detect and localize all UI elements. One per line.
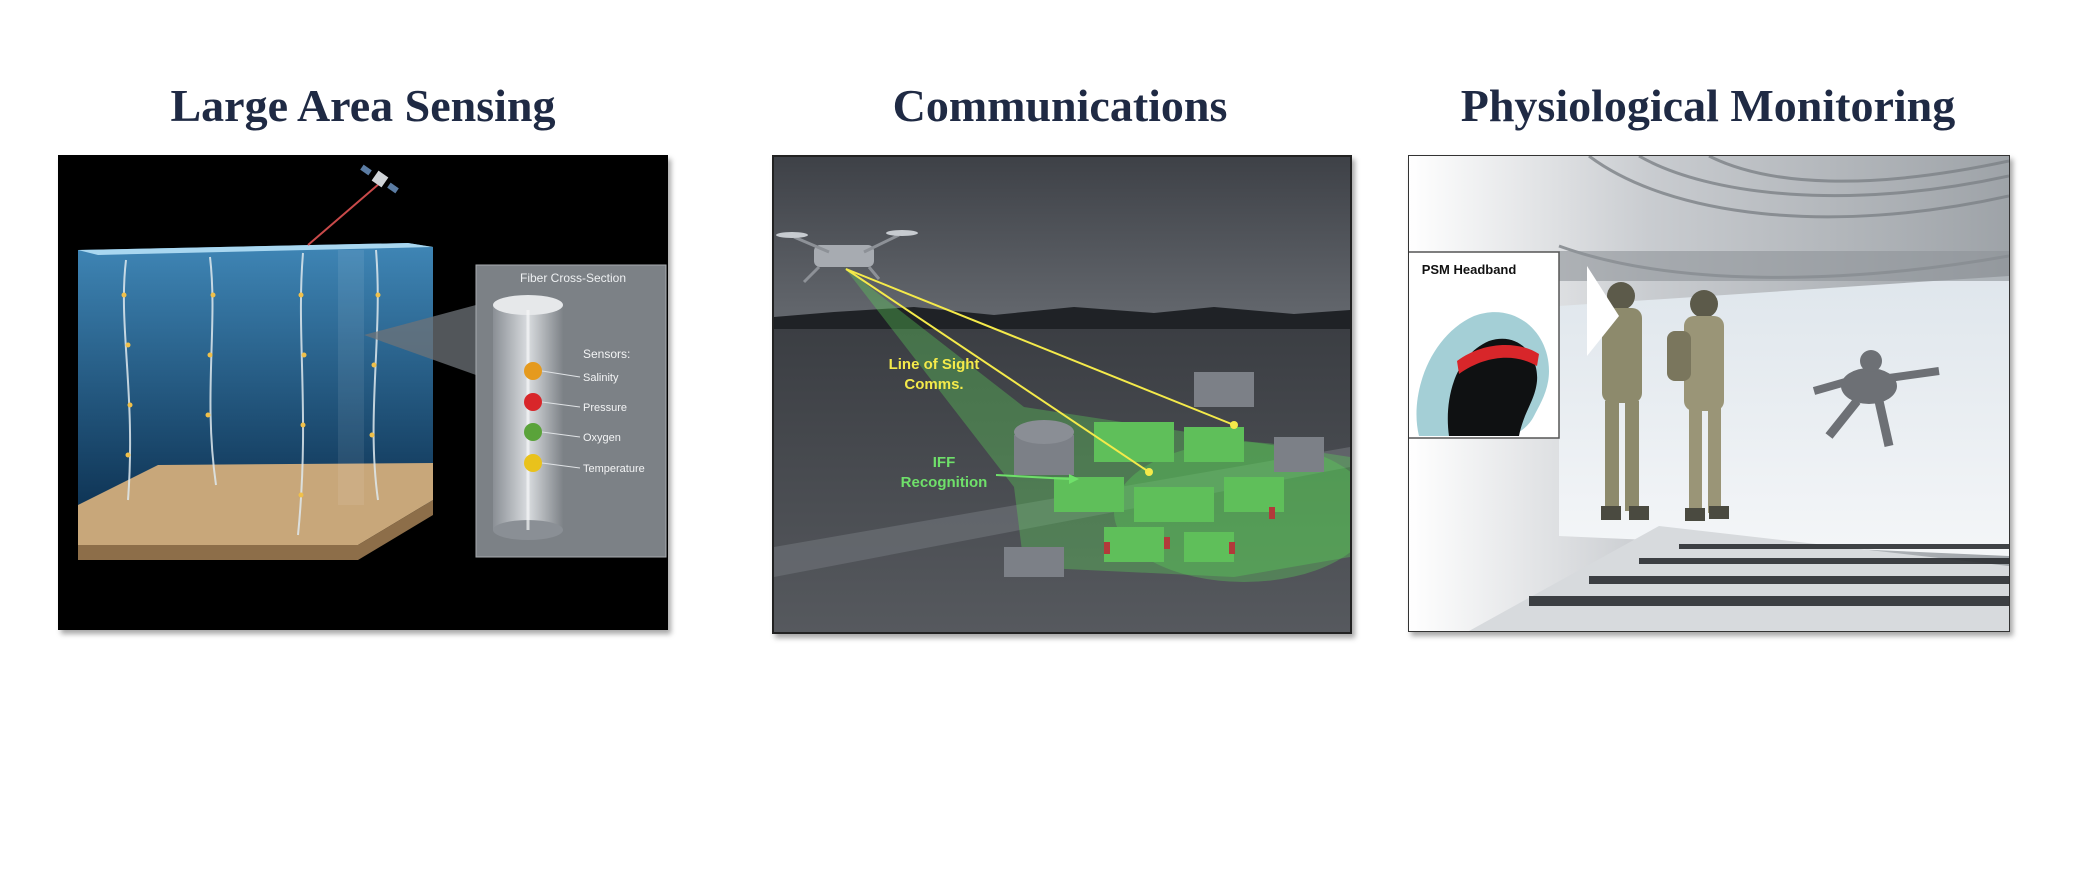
recognition-label: Recognition — [901, 474, 988, 491]
panel-title-large-area-sensing: Large Area Sensing — [170, 80, 556, 131]
comms-label: Comms. — [904, 376, 963, 393]
svg-text:Salinity: Salinity — [583, 372, 619, 384]
sensors-label: Sensors: — [583, 347, 630, 361]
communications-illustration: Line of Sight Comms. IFF Recognition — [772, 155, 1352, 634]
physiological-monitoring-illustration: PSM Headband — [1408, 155, 2010, 632]
psm-headband-inset: PSM Headband — [1409, 251, 1619, 439]
satellite-icon — [307, 164, 399, 246]
svg-text:Oxygen: Oxygen — [583, 432, 621, 444]
oxygen-bead-icon — [524, 423, 542, 441]
soldier-1 — [1601, 282, 1649, 520]
sensor-strings — [122, 249, 379, 536]
iff-arrow-icon — [995, 474, 1079, 484]
headband-icon — [1457, 344, 1539, 374]
large-area-sensing-illustration: Fiber Cross-Section Sensors: Salinity Pr… — [58, 155, 668, 630]
ocean-sensor-diagram: Fiber Cross-Section Sensors: Salinity Pr… — [58, 155, 668, 630]
pressure-bead-icon — [524, 393, 542, 411]
svg-text:Pressure: Pressure — [583, 402, 627, 414]
seafloor — [78, 463, 433, 545]
temperature-bead-icon — [524, 454, 542, 472]
panel-title-communications: Communications — [892, 80, 1228, 131]
iff-label: IFF — [933, 454, 956, 471]
panel-title-physiological-monitoring: Physiological Monitoring — [1460, 80, 1956, 131]
ocean-volume — [78, 243, 433, 505]
sensor-pressure: Pressure — [524, 393, 627, 414]
compound-buildings — [1004, 372, 1324, 577]
sensor-temperature: Temperature — [524, 454, 645, 475]
personnel-markers — [1104, 507, 1275, 554]
sensor-oxygen: Oxygen — [524, 423, 621, 444]
psm-headband-label: PSM Headband — [1422, 262, 1517, 277]
ocean-surface — [78, 243, 433, 255]
sensor-salinity: Salinity — [524, 362, 619, 384]
parachutist-figure — [1812, 350, 1940, 447]
drone-comms-diagram: Line of Sight Comms. IFF Recognition — [774, 157, 1350, 632]
line-of-sight-label: Line of Sight — [889, 356, 980, 373]
fiber-cross-section-title: Fiber Cross-Section — [520, 271, 626, 285]
aircraft-jump-scene: PSM Headband — [1409, 156, 2009, 631]
svg-text:Temperature: Temperature — [583, 463, 645, 475]
soldier-2 — [1667, 290, 1729, 521]
salinity-bead-icon — [524, 362, 542, 380]
drone-icon — [776, 230, 918, 284]
